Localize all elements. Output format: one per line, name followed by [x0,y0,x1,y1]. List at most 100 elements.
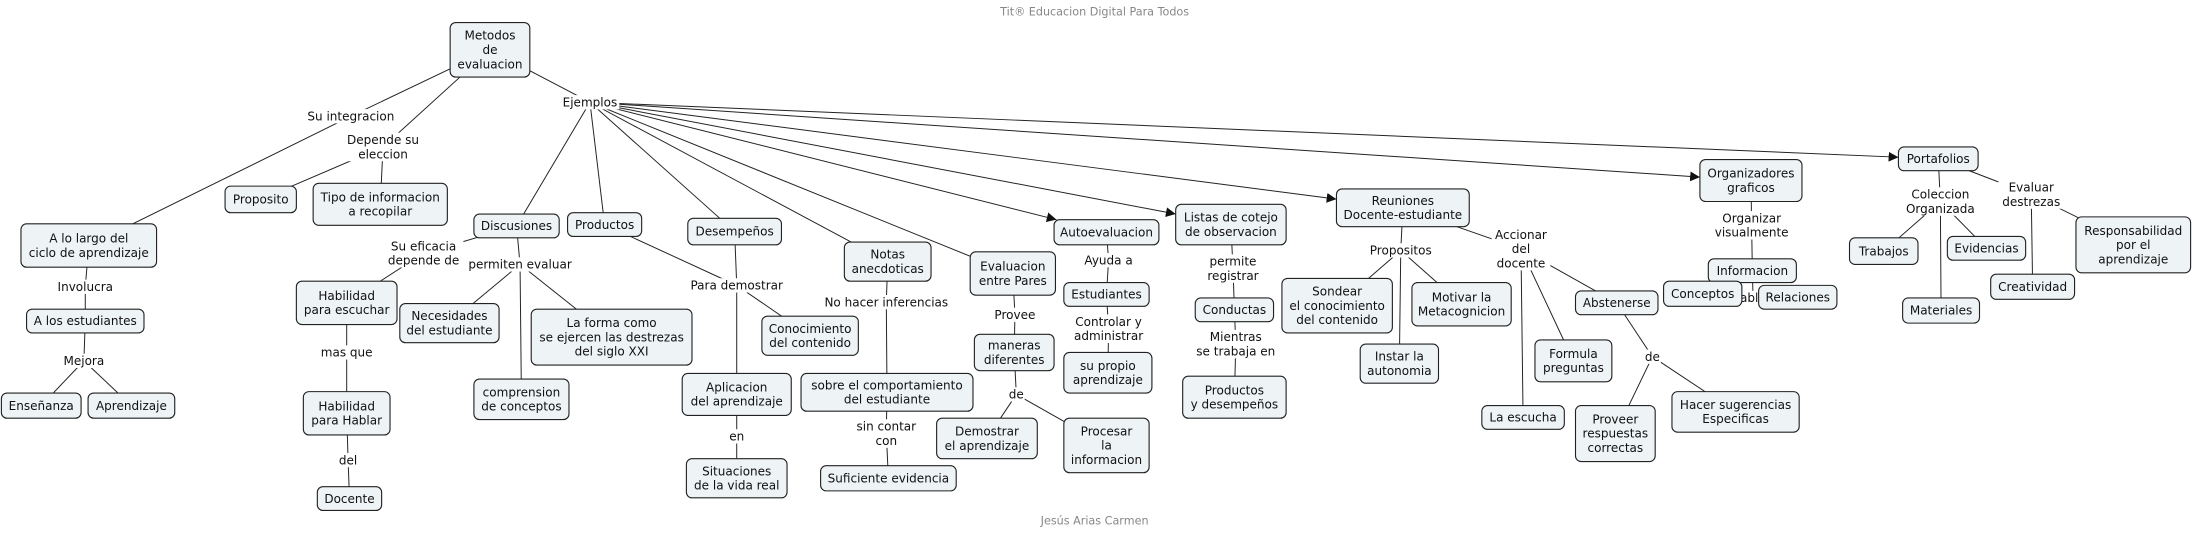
link-label-text: Ejemplos [563,95,618,109]
link-label-involucra: Involucra [52,279,119,294]
link-label-nohacer: No hacer inferencias [815,295,958,309]
concept-proposito[interactable]: Proposito [224,185,297,214]
concept-trabajos[interactable]: Trabajos [1848,237,1919,265]
concept-desempenos[interactable]: Desempeños [687,217,783,246]
concept-escucha[interactable]: La escucha [1481,405,1565,430]
connector-evaluar-creatividad [2030,194,2034,287]
link-label-text: en [729,430,744,444]
concept-docente[interactable]: Docente [316,486,383,512]
link-label-text: No hacer inferencias [824,295,948,309]
concept-relaciones[interactable]: Relaciones [1758,284,1838,310]
connector-ejemplos-productos [589,102,606,225]
concept-productos[interactable]: Productos [567,212,643,238]
concept-conceptos[interactable]: Conceptos [1663,280,1743,307]
concept-label: Productos [575,218,634,232]
concept-label: Docente [324,492,374,506]
concept-label: Proposito [233,193,289,207]
concept-evidencias[interactable]: Evidencias [1946,235,2027,261]
connector-accionar-escucha [1520,249,1524,418]
connector-ejemplos-portafolios [589,101,1899,162]
link-label-text: Ayuda a [1084,253,1132,267]
concept-estudiantes2[interactable]: Estudiantes [1063,282,1150,307]
concept-label: La escucha [1489,411,1556,425]
link-label-del: del [336,452,360,467]
connector-ejemplos-reuniones [589,101,1337,203]
concept-creatividad[interactable]: Creatividad [1990,273,2076,300]
concept-discusiones[interactable]: Discusiones [473,213,560,239]
concept-aprendizaje[interactable]: Aprendizaje [87,392,176,419]
concept-label: Relaciones [1766,290,1830,304]
concept-ensenanza[interactable]: Enseñanza [0,392,82,419]
concept-autoeval[interactable]: Autoevaluacion [1053,219,1160,246]
concept-informacion[interactable]: Informacion [1707,258,1797,284]
link-label-text: de [1645,350,1660,364]
connector-coleccion-materiales [1939,201,1942,311]
concept-abstenerse[interactable]: Abstenerse [1574,290,1659,316]
concept-label: Trabajos [1858,244,1909,258]
concept-portafolios[interactable]: Portafolios [1897,146,1979,172]
link-label-de1: de [1007,387,1025,402]
link-label-ayuda: Ayuda a [1082,253,1135,267]
author-footer: Jesús Arias Carmen [1040,514,1149,527]
concept-materiales[interactable]: Materiales [1902,297,1981,324]
concept-estudiantes1[interactable]: A los estudiantes [26,308,145,334]
link-label-masque: mas que [321,345,373,360]
concept-suficiente[interactable]: Suficiente evidencia [820,465,957,492]
concept-conductas[interactable]: Conductas [1194,297,1275,323]
concept-label: Conductas [1203,303,1267,317]
link-label-text: Involucra [58,280,113,294]
link-label-mejora: Mejora [61,353,107,368]
